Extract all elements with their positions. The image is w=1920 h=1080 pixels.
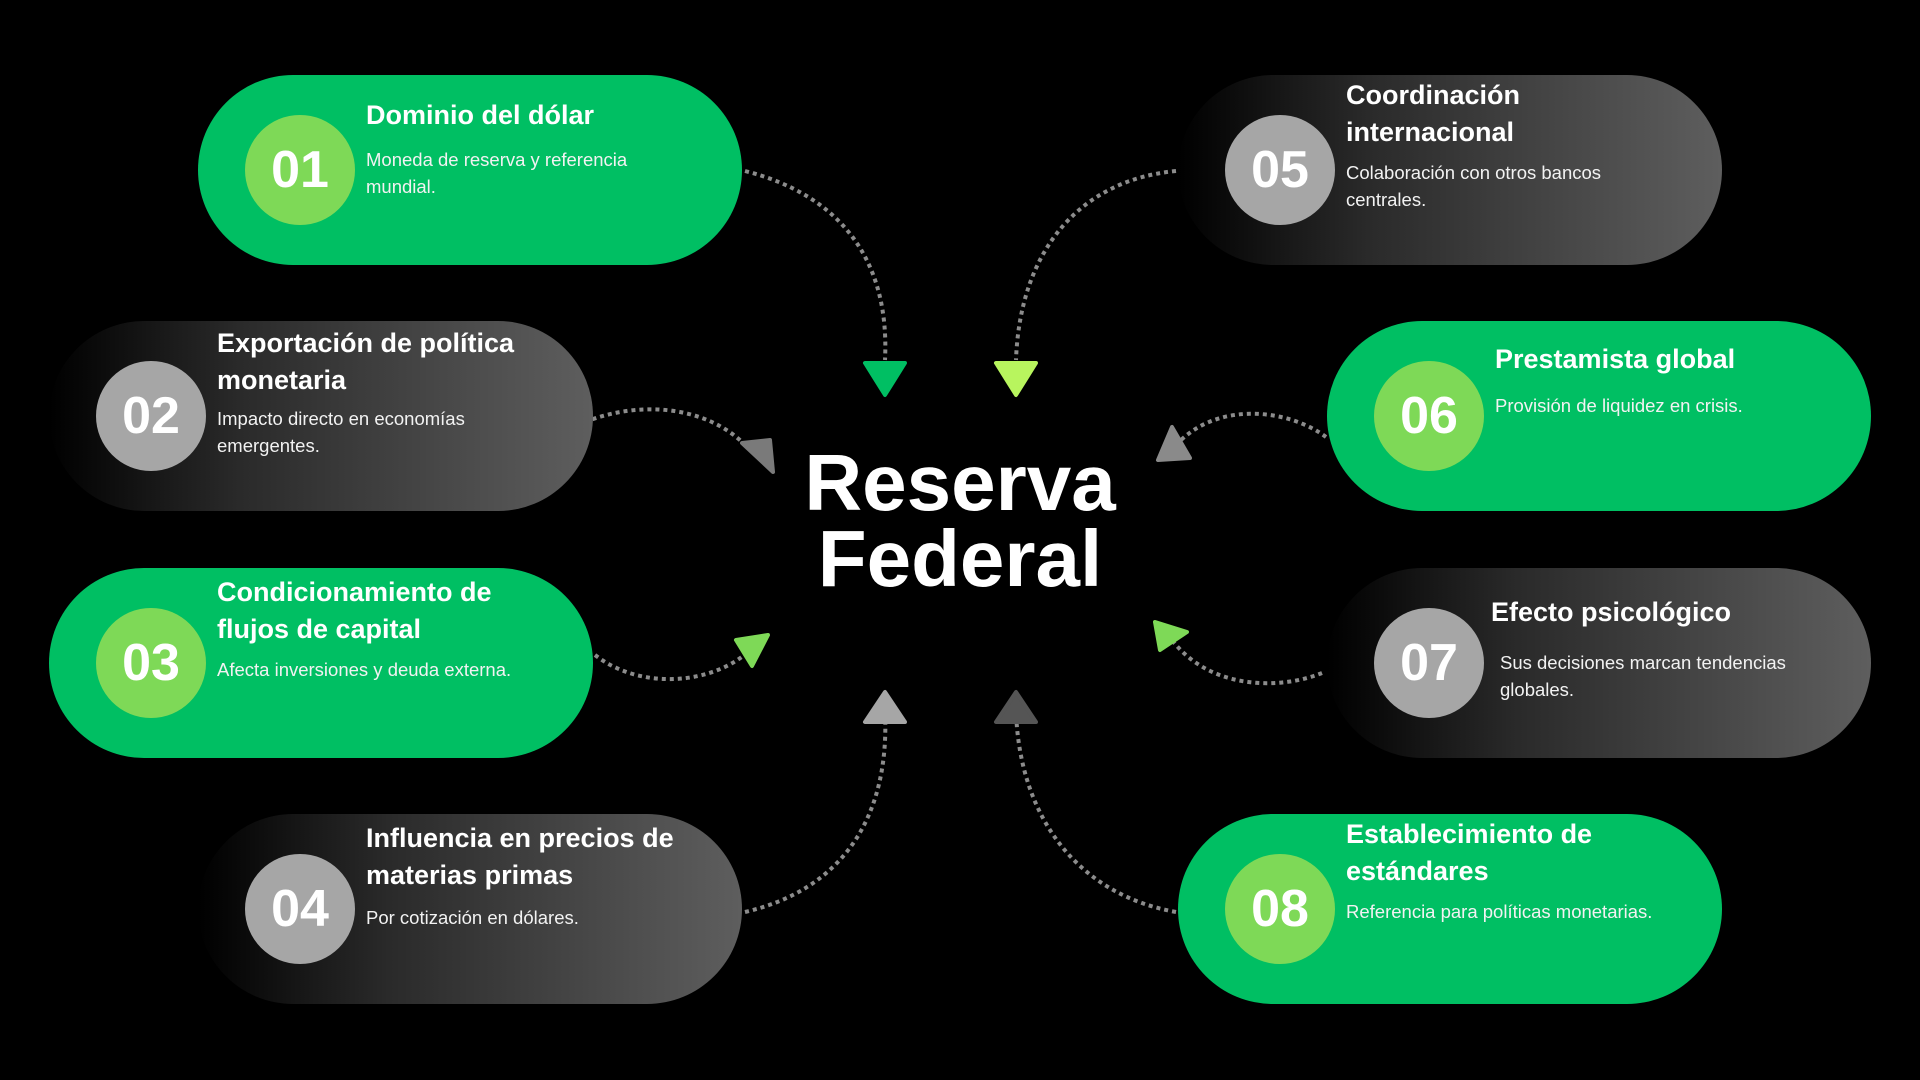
card-title: Efecto psicológico (1491, 597, 1732, 627)
central-title: Reserva Federal (804, 438, 1116, 603)
connector-04 (744, 711, 888, 914)
number-badge: 08 (1225, 854, 1335, 964)
connector-01 (744, 169, 888, 361)
arrowhead-08 (994, 690, 1038, 724)
arrowhead-02 (740, 438, 775, 474)
card-title: Establecimiento de estándares (1346, 819, 1593, 886)
arrowhead-06 (1156, 425, 1192, 462)
arrowhead-05 (994, 361, 1038, 397)
card-04: 04 Influencia en precios de materias pri… (198, 814, 742, 1004)
card-description: Afecta inversiones y deuda externa. (217, 659, 512, 680)
arrowhead-07 (1153, 620, 1189, 652)
connector-05 (1014, 169, 1177, 361)
card-title: Condicionamiento de flujos de capital (217, 577, 492, 644)
connector-06 (1176, 411, 1328, 445)
card-03: 03 Condicionamiento de flujos de capital… (49, 568, 593, 758)
connector-02 (584, 407, 752, 452)
card-description: Colaboración con otros bancos centrales. (1346, 162, 1602, 210)
card-title: Influencia en precios de materias primas (366, 823, 674, 890)
card-description: Moneda de reserva y referencia mundial. (366, 149, 628, 197)
number-badge: 02 (96, 361, 206, 471)
card-02: 02 Exportación de política monetaria Imp… (49, 321, 593, 511)
card-description: Provisión de liquidez en crisis. (1495, 395, 1743, 416)
card-title: Prestamista global (1495, 344, 1736, 374)
card-description: Referencia para políticas monetarias. (1346, 901, 1653, 922)
number-badge: 04 (245, 854, 355, 964)
card-title: Exportación de política monetaria (217, 328, 515, 395)
arrowhead-03 (734, 633, 770, 668)
number-badge: 07 (1374, 608, 1484, 718)
card-title: Coordinación internacional (1346, 80, 1520, 147)
number-badge: 06 (1374, 361, 1484, 471)
number-badge: 05 (1225, 115, 1335, 225)
number-badge: 03 (96, 608, 206, 718)
connector-07 (1170, 638, 1323, 686)
arrowhead-04 (863, 690, 907, 724)
connector-08 (1014, 711, 1177, 914)
connector-03 (593, 650, 750, 681)
card-description: Por cotización en dólares. (366, 907, 579, 928)
card-description: Sus decisiones marcan tendencias globale… (1500, 652, 1786, 700)
number-badge: 01 (245, 115, 355, 225)
card-description: Impacto directo en economías emergentes. (217, 408, 465, 456)
card-title: Dominio del dólar (366, 100, 595, 130)
arrowhead-01 (863, 361, 907, 397)
